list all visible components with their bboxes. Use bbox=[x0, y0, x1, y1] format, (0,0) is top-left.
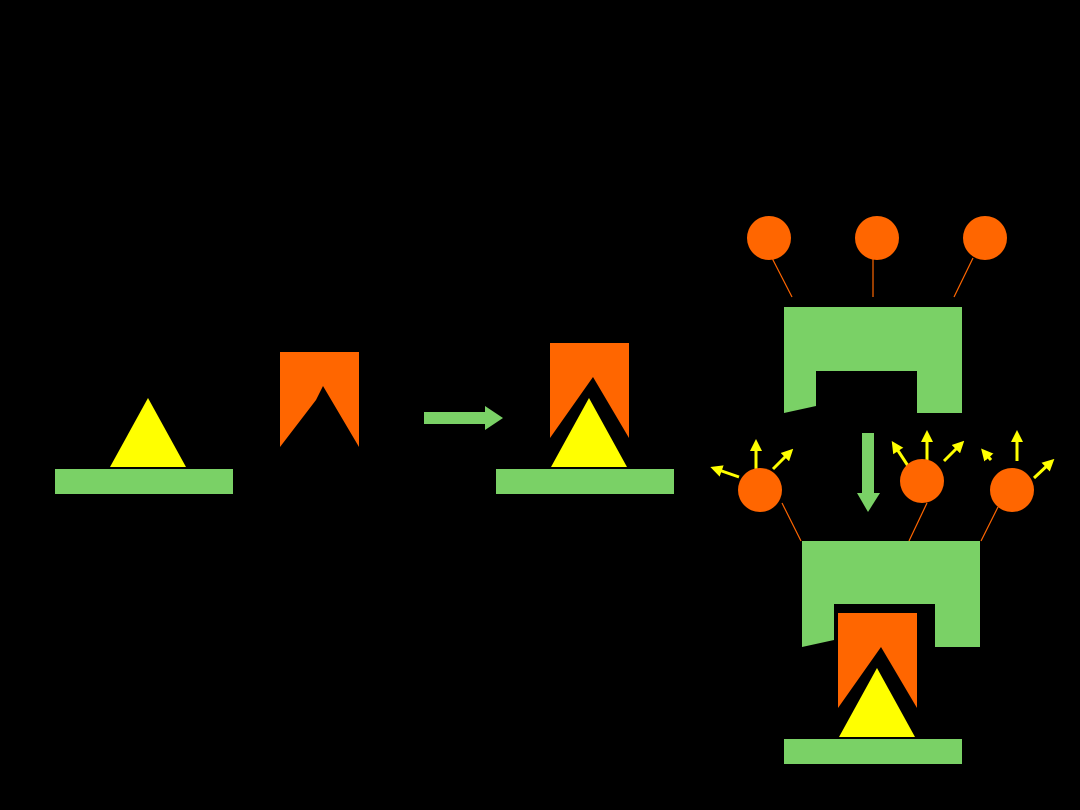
yellow-triangle bbox=[839, 668, 915, 737]
orange-notched-block bbox=[838, 613, 917, 708]
down-arrow-icon bbox=[857, 433, 880, 512]
orange-notched-block bbox=[280, 352, 359, 447]
orange-ball bbox=[900, 459, 944, 503]
green-receptor bbox=[784, 307, 962, 413]
panel-receptor-bound bbox=[710, 430, 1055, 764]
orange-ball bbox=[747, 216, 791, 260]
panel-receptor-top bbox=[747, 216, 1007, 413]
base-platform bbox=[784, 739, 962, 764]
motion-arrows bbox=[710, 430, 1055, 480]
base-platform bbox=[55, 469, 233, 494]
panel-bound bbox=[496, 343, 674, 494]
orange-ball bbox=[738, 468, 782, 512]
orange-ball bbox=[963, 216, 1007, 260]
yellow-triangle bbox=[110, 398, 186, 467]
green-receptor bbox=[802, 541, 980, 647]
orange-ball bbox=[855, 216, 899, 260]
base-platform bbox=[496, 469, 674, 494]
yellow-triangle bbox=[551, 398, 627, 467]
right-arrow-icon bbox=[424, 406, 503, 430]
orange-notched-block bbox=[550, 343, 629, 438]
orange-ball bbox=[990, 468, 1034, 512]
panel-unbound bbox=[55, 352, 359, 494]
